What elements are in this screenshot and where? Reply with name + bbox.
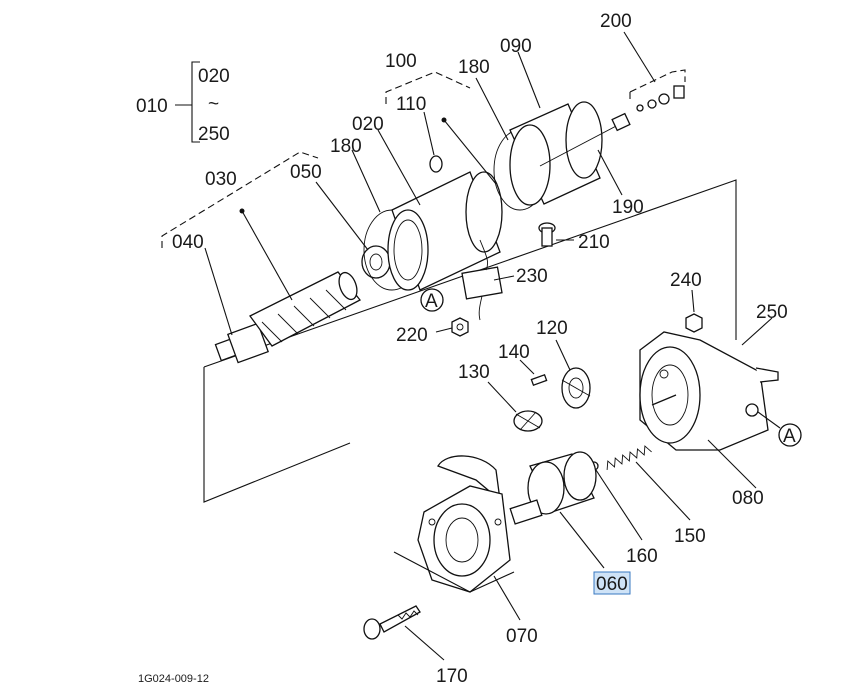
clutch-part-060 bbox=[509, 451, 597, 525]
callout-190[interactable]: 190 bbox=[612, 197, 644, 218]
connector-a-right[interactable]: A bbox=[783, 426, 796, 447]
bearing-part-050 bbox=[361, 245, 391, 279]
callout-050[interactable]: 050 bbox=[290, 162, 322, 183]
retainer-part-130 bbox=[513, 410, 543, 432]
group-030-bracket bbox=[161, 151, 319, 248]
nut-part-240 bbox=[685, 313, 703, 333]
group-200-bracket bbox=[629, 69, 686, 100]
callout-030[interactable]: 030 bbox=[205, 169, 237, 190]
callout-220[interactable]: 220 bbox=[396, 325, 428, 346]
connector-a-right-circle bbox=[778, 423, 802, 447]
highlight-060 bbox=[593, 571, 631, 595]
callout-110[interactable]: 110 bbox=[396, 94, 426, 115]
callout-130[interactable]: 130 bbox=[458, 362, 490, 383]
group-100-bracket bbox=[385, 71, 471, 104]
nut-washer-group-200 bbox=[636, 85, 685, 112]
callout-160[interactable]: 160 bbox=[626, 546, 658, 567]
callout-230[interactable]: 230 bbox=[516, 266, 548, 287]
end-cover-part-090 bbox=[509, 101, 603, 206]
callout-090[interactable]: 090 bbox=[500, 36, 532, 57]
callout-180-mid[interactable]: 180 bbox=[330, 136, 362, 157]
callout-200[interactable]: 200 bbox=[600, 11, 632, 32]
callout-250[interactable]: 250 bbox=[756, 302, 788, 323]
screw-part-210 bbox=[538, 222, 556, 247]
housing-part-080 bbox=[639, 331, 779, 451]
callout-060[interactable]: 060 bbox=[596, 574, 628, 595]
callout-140[interactable]: 140 bbox=[498, 342, 530, 363]
brush-holder-part-230 bbox=[461, 239, 503, 321]
callout-120[interactable]: 120 bbox=[536, 318, 568, 339]
callout-180-top[interactable]: 180 bbox=[458, 57, 490, 78]
callout-020-range[interactable]: 020 bbox=[198, 66, 230, 87]
bolt-part-170 bbox=[363, 605, 421, 640]
group-010-bracket bbox=[175, 61, 200, 143]
spring-part-150 bbox=[606, 445, 652, 470]
nut-part-220 bbox=[451, 317, 469, 337]
callout-240[interactable]: 240 bbox=[670, 270, 702, 291]
armature-part-040 bbox=[214, 208, 361, 364]
housing-frame bbox=[203, 179, 737, 503]
through-bolt-part-190 bbox=[539, 112, 631, 167]
figure-code: 1G024-009-12 bbox=[138, 673, 209, 685]
front-bracket-part-070 bbox=[417, 455, 511, 593]
callout-100[interactable]: 100 bbox=[385, 51, 417, 72]
callout-070[interactable]: 070 bbox=[506, 626, 538, 647]
connector-a-left[interactable]: A bbox=[425, 291, 438, 312]
callout-150[interactable]: 150 bbox=[674, 526, 706, 547]
yoke-part-020 bbox=[387, 171, 503, 291]
callout-020[interactable]: 020 bbox=[352, 114, 384, 135]
part-110 bbox=[429, 155, 443, 173]
callout-010[interactable]: 010 bbox=[136, 96, 168, 117]
gear-part-120 bbox=[561, 367, 591, 409]
range-tilde: ~ bbox=[208, 94, 219, 115]
callout-170[interactable]: 170 bbox=[436, 666, 468, 687]
callout-080[interactable]: 080 bbox=[732, 488, 764, 509]
callout-040[interactable]: 040 bbox=[172, 232, 204, 253]
callout-250-range[interactable]: 250 bbox=[198, 124, 230, 145]
callout-210[interactable]: 210 bbox=[578, 232, 610, 253]
connector-a-left-circle bbox=[420, 288, 444, 312]
pin-part-140 bbox=[530, 373, 548, 387]
